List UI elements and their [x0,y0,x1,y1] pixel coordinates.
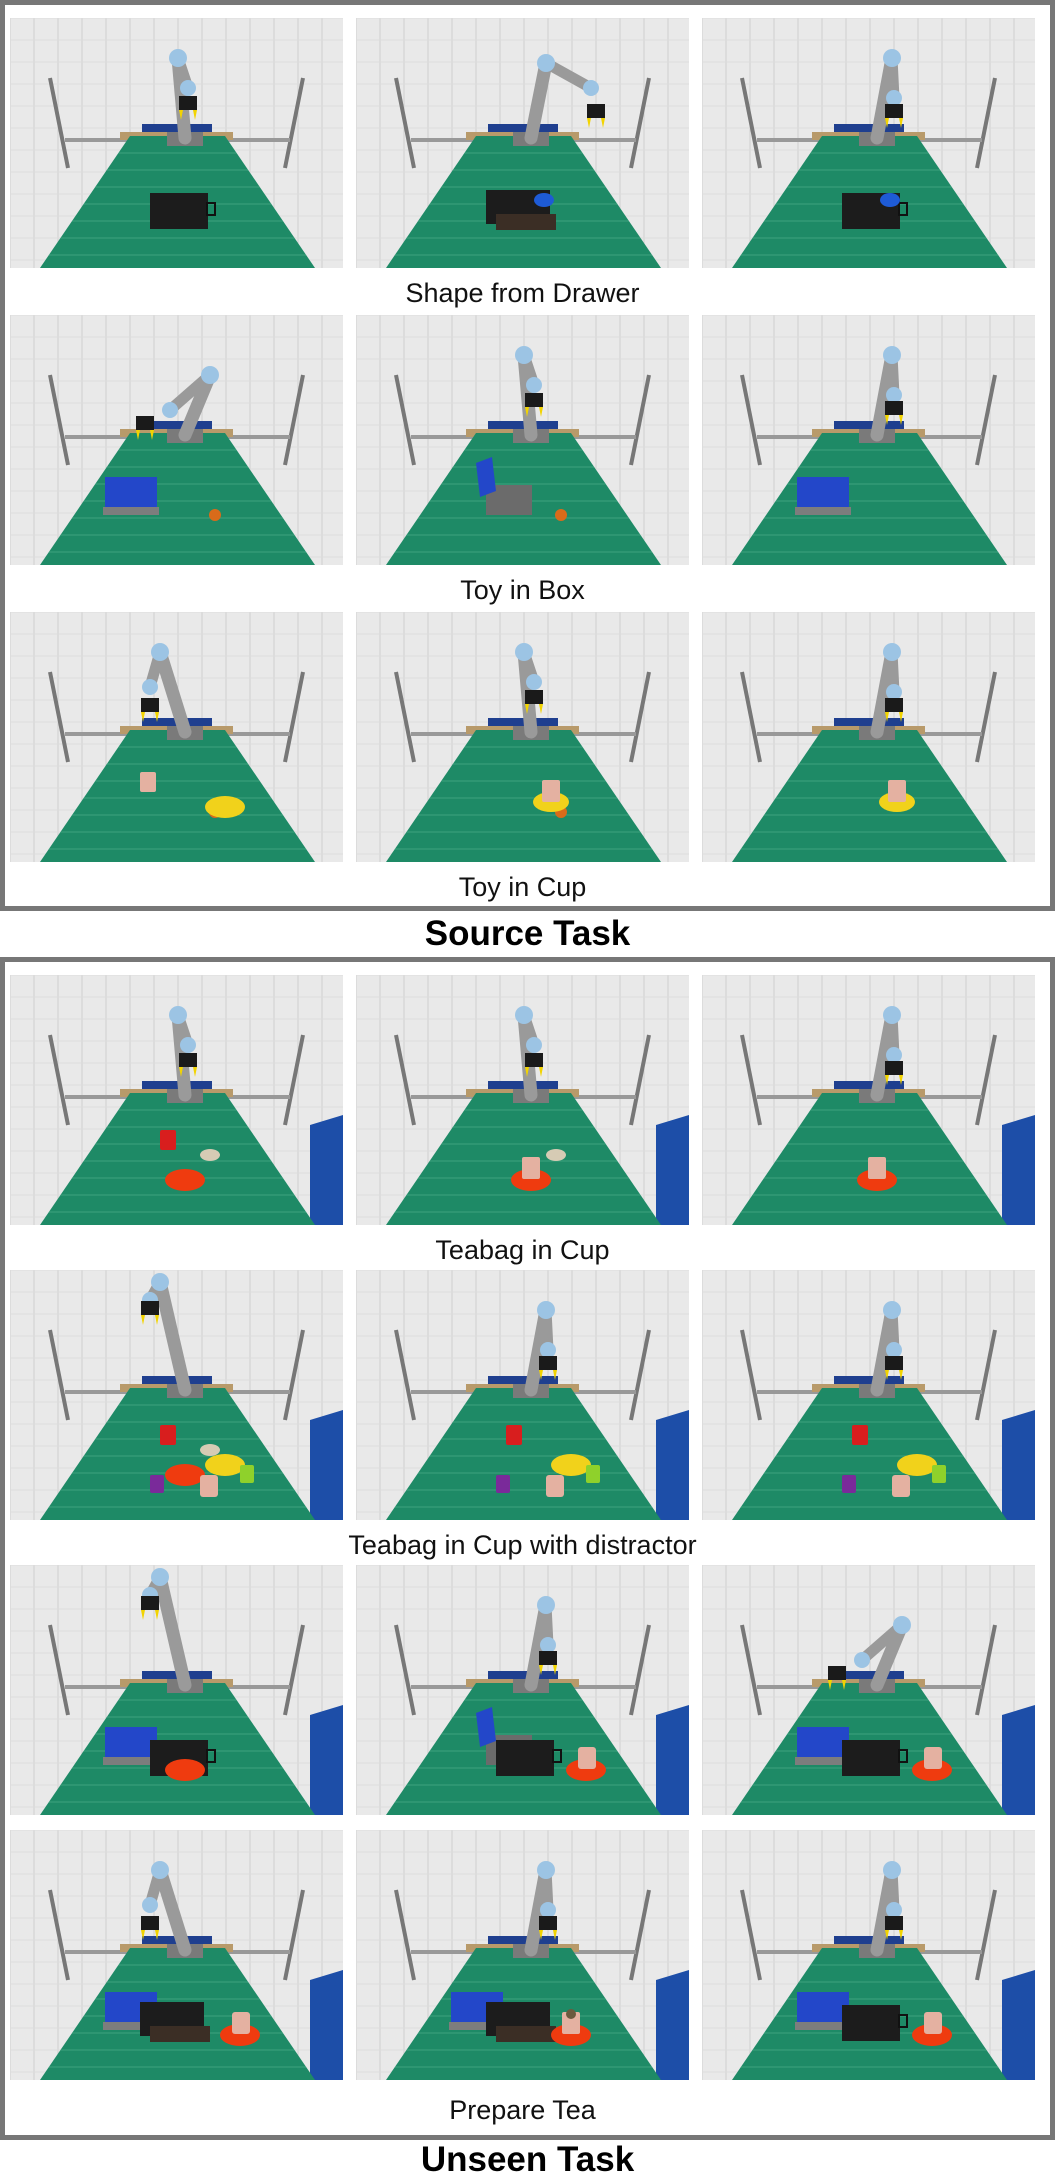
robot-arm [141,1861,203,1958]
scene-photo [10,1830,343,2080]
robot-arm [513,1596,557,1693]
robot-arm [167,49,203,146]
scene-photo [702,975,1035,1225]
scene-photo [356,1565,689,1815]
task-caption: Toy in Box [460,575,585,605]
unseen-task-title: Unseen Task [420,2140,635,2179]
robot-arm [141,1568,203,1693]
robot-arm [859,49,903,146]
scene-photo [702,1565,1035,1815]
task-caption: Toy in Cup [458,872,587,902]
scene-photo [10,1270,343,1520]
scene-photo [10,315,343,565]
task-caption: Teabag in Cup with distractor [348,1530,697,1560]
task-caption: Teabag in Cup [435,1235,610,1265]
robot-arm [828,1616,911,1693]
scene-photo [356,315,689,565]
scene-photo [702,612,1035,862]
scene-photo [356,975,689,1225]
robot-arm [859,1861,903,1958]
robot-arm [141,643,203,740]
task-caption: Prepare Tea [449,2095,596,2125]
robot-arm [859,643,903,740]
robot-arm [513,1006,549,1103]
scene-photo [356,18,689,268]
robot-arm [859,1006,903,1103]
robot-arm [859,346,903,443]
scene-photo [10,1565,343,1815]
scene-photo [10,612,343,862]
robot-arm [513,346,549,443]
robot-arm [136,366,219,443]
robot-arm [513,1301,557,1398]
scene-photo [10,975,343,1225]
scene-photo [10,18,343,268]
scene-photo [702,1270,1035,1520]
scene-photo [356,1830,689,2080]
robot-arm [513,643,549,740]
robot-arm [513,54,605,146]
robot-arm [167,1006,203,1103]
scene-photo [702,1830,1035,2080]
robot-arm [859,1301,903,1398]
scene-photo [356,1270,689,1520]
task-caption: Shape from Drawer [405,278,640,308]
robot-arm [513,1861,557,1958]
scene-photo [702,18,1035,268]
source-task-title: Source Task [424,914,631,953]
robot-arm [141,1273,203,1398]
scene-photo [702,315,1035,565]
scene-photo [356,612,689,862]
